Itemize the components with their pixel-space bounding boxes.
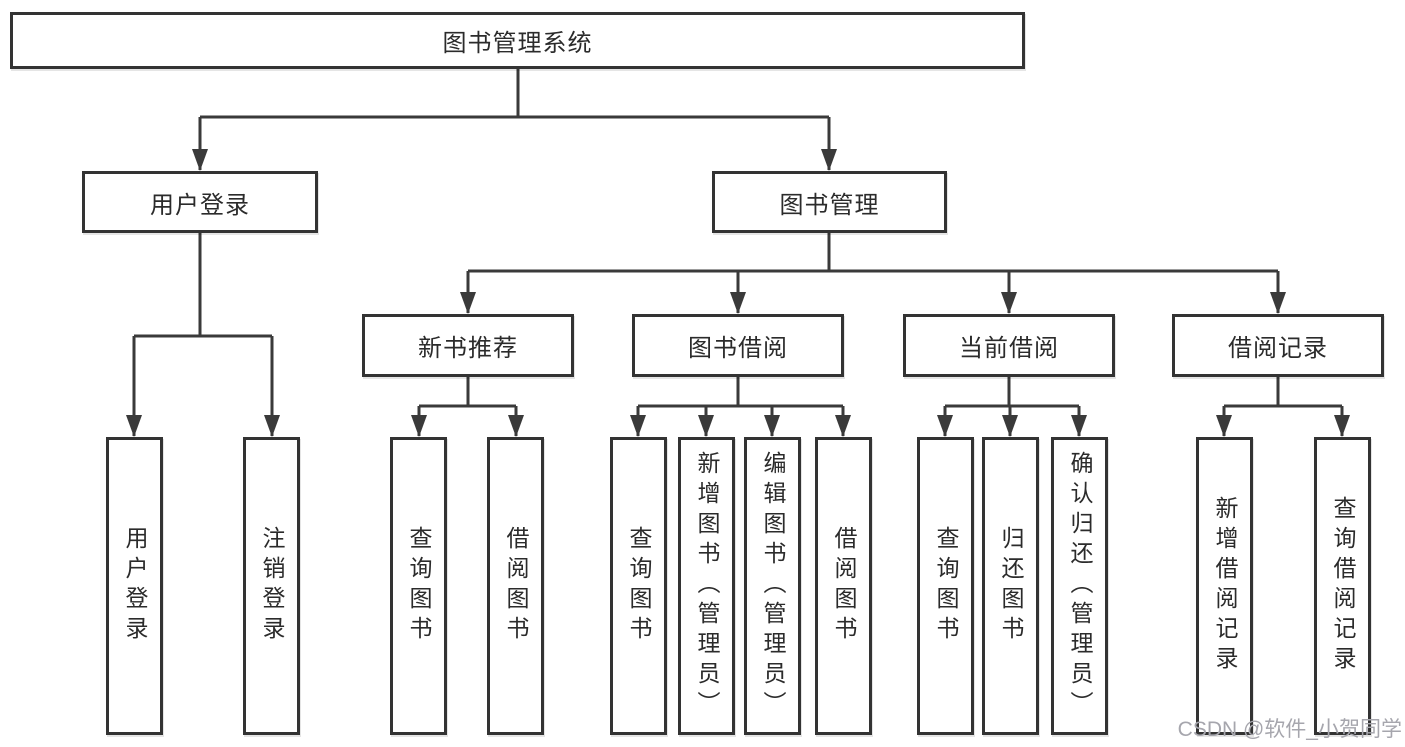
node-user-login: 用户登录 xyxy=(82,171,318,233)
leaf-label: 确认归还（管理员） xyxy=(1067,451,1093,721)
leaf-label: 查询图书 xyxy=(933,526,959,646)
node-label: 图书管理 xyxy=(779,191,880,219)
connector-root-to-level2 xyxy=(198,69,831,170)
leaf-label: 新增借阅记录 xyxy=(1212,496,1238,676)
node-book-borrowing: 图书借阅 xyxy=(632,314,844,377)
leaf-label: 用户登录 xyxy=(122,526,148,646)
leaf-label: 编辑图书（管理员） xyxy=(760,451,786,721)
node-label: 当前借阅 xyxy=(959,335,1059,362)
node-current-borrowing: 当前借阅 xyxy=(903,314,1115,377)
leaf-query-books-current: 查询图书 xyxy=(917,437,974,735)
leaf-borrow-books: 借阅图书 xyxy=(815,437,872,735)
leaf-label: 借阅图书 xyxy=(503,526,529,646)
node-book-management: 图书管理 xyxy=(712,171,947,233)
leaf-query-books-recommend: 查询图书 xyxy=(390,437,447,735)
node-label: 借阅记录 xyxy=(1228,335,1328,362)
leaf-logout: 注销登录 xyxy=(243,437,300,735)
connector-book-borrow-subtree xyxy=(636,377,845,436)
arrowheads xyxy=(126,149,1350,437)
leaf-add-borrow-record: 新增借阅记录 xyxy=(1196,437,1253,735)
leaf-label: 归还图书 xyxy=(998,526,1024,646)
connector-book-management-to-level3 xyxy=(466,233,1280,313)
watermark: CSDN @软件_小贺同学 xyxy=(1177,718,1402,741)
node-label: 图书管理系统 xyxy=(442,30,593,57)
leaf-query-books-borrow: 查询图书 xyxy=(610,437,667,735)
leaf-add-book-admin: 新增图书（管理员） xyxy=(678,437,735,735)
node-label: 图书借阅 xyxy=(688,335,788,362)
leaf-label: 注销登录 xyxy=(259,526,285,646)
leaf-label: 查询图书 xyxy=(626,526,652,646)
connector-new-book-subtree xyxy=(417,377,518,436)
leaf-return-book: 归还图书 xyxy=(982,437,1039,735)
leaf-label: 查询图书 xyxy=(406,526,432,646)
leaf-label: 借阅图书 xyxy=(831,526,857,646)
leaf-user-login: 用户登录 xyxy=(106,437,163,735)
leaf-edit-book-admin: 编辑图书（管理员） xyxy=(744,437,801,735)
node-label: 用户登录 xyxy=(150,191,250,219)
leaf-label: 新增图书（管理员） xyxy=(694,451,720,721)
connector-user-login-subtree xyxy=(132,233,274,436)
node-library-management-system: 图书管理系统 xyxy=(10,12,1025,69)
leaf-query-borrow-record: 查询借阅记录 xyxy=(1314,437,1371,735)
leaf-confirm-return-admin: 确认归还（管理员） xyxy=(1051,437,1108,735)
node-borrowing-records: 借阅记录 xyxy=(1172,314,1384,377)
connector-borrow-record-subtree xyxy=(1222,377,1344,436)
leaf-label: 查询借阅记录 xyxy=(1330,496,1356,676)
node-new-book-recommendation: 新书推荐 xyxy=(362,314,574,377)
node-label: 新书推荐 xyxy=(418,335,518,362)
leaf-borrow-books-recommend: 借阅图书 xyxy=(487,437,544,735)
